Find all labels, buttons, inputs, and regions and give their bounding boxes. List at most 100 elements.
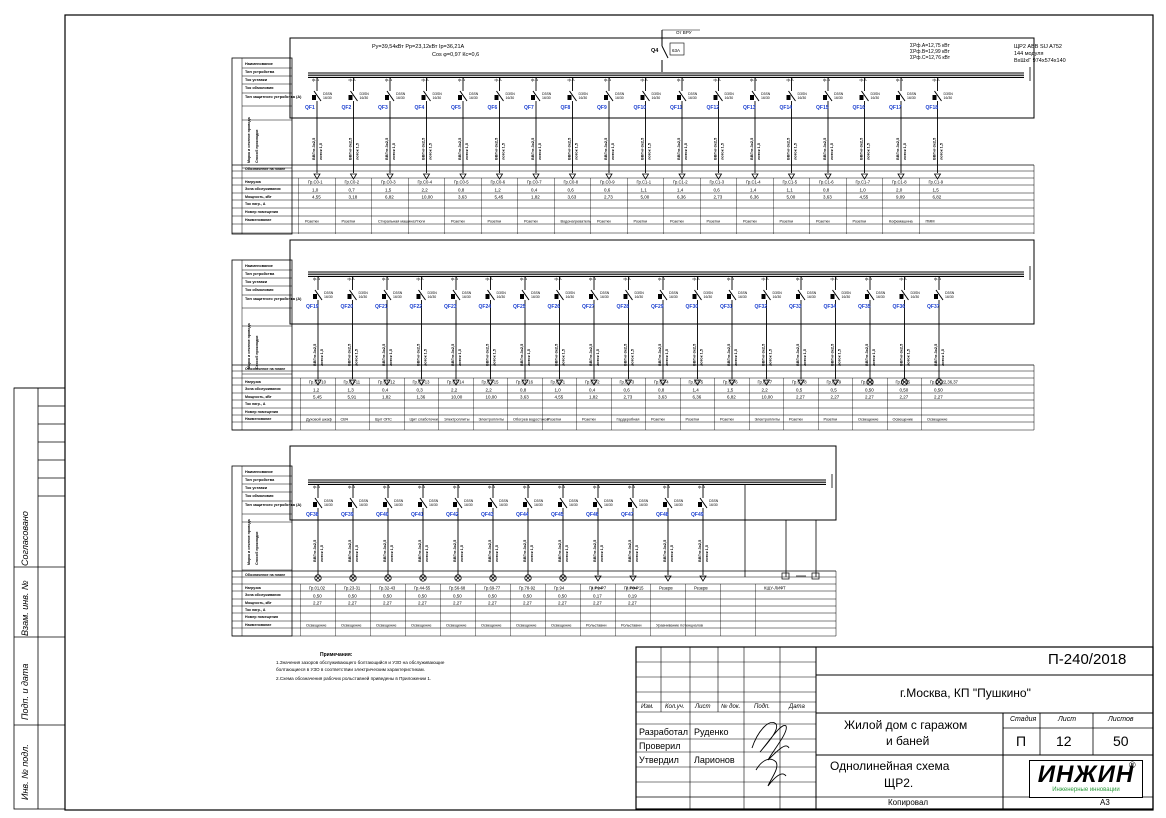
group-cell: Гр.23-31: [344, 586, 361, 591]
breaker-contact: [625, 289, 633, 301]
power-cell: 0,6: [568, 188, 575, 193]
phase-label: ф.A: [385, 77, 392, 82]
breaker-rating: D3SN: [834, 92, 844, 96]
power-cell: 0,6: [624, 388, 631, 393]
breaker-body: [896, 95, 900, 100]
breaker-rating: D3SN: [738, 291, 748, 295]
enclosure-box: [289, 239, 1035, 325]
table-row-label: Наименование: [245, 623, 271, 627]
breaker-contact: [314, 497, 323, 509]
group-cell: Гр.С1-15: [482, 380, 500, 385]
current-cell: 1,82: [589, 395, 598, 400]
breaker-rating: D3SN: [359, 291, 369, 295]
load-name-cell: Розетки: [686, 418, 700, 422]
breaker-rating: D3SN: [542, 92, 552, 96]
socket-icon-shape: [751, 173, 759, 180]
cable-mark: лоток 1,5: [355, 545, 359, 562]
breaker-rating: D3SN: [323, 92, 333, 96]
cable-mark: лоток 1,5: [429, 143, 433, 160]
socket-icon: [751, 173, 759, 180]
title-block: [635, 646, 1154, 810]
table-row-label: Зона обслуживания: [245, 387, 281, 391]
cable-mark: лоток 1,5: [830, 143, 834, 160]
breaker-id: QF32: [755, 304, 768, 310]
breaker-contact: [569, 90, 577, 102]
breaker-contact: [521, 289, 530, 301]
cable-mark: ВВГнг-3х2,5: [762, 344, 766, 366]
lamp-icon: [419, 574, 427, 582]
current-cell: 2,27: [628, 601, 637, 606]
breaker-rating: 16/30: [674, 503, 683, 507]
breaker-contact: [824, 90, 833, 102]
power-cell: 0,8: [520, 388, 527, 393]
group-cell: Гр.С2-9: [827, 380, 842, 385]
group-cell: Гр.94: [554, 586, 565, 591]
breaker-rating: 16/30: [359, 295, 368, 299]
row-label: Тип устройства: [245, 272, 275, 276]
power-cell: 0,50: [865, 388, 874, 393]
breaker-rating: D3SN: [674, 499, 684, 503]
cable-mark: ВВГнг-3х2,5: [531, 138, 535, 160]
group-extra-cell: 2 этаж: [626, 585, 638, 590]
breaker-id: QF5: [451, 105, 461, 111]
load-name-cell: Духовой шкаф: [306, 418, 332, 422]
breaker-rating: D3SN: [569, 499, 579, 503]
row-label-rotated: Способ прокладки: [255, 130, 259, 163]
side-label-approved: Согласовано: [20, 511, 30, 566]
cable-mark: лоток 1,5: [665, 349, 669, 366]
load-name-cell: Электроплиты: [755, 418, 781, 422]
table-row-label: Нагрузка: [245, 180, 262, 184]
cable-mark: лоток 1,5: [355, 349, 359, 366]
cable-mark: лоток 1,5: [389, 349, 393, 366]
group-cell: Гр.17-22,36,37: [930, 380, 959, 385]
cable-mark: ВВГнг-3х2,5: [663, 540, 667, 562]
breaker-id: QF15: [816, 105, 829, 111]
cable-mark: ВВГнг-3х2,5: [495, 138, 499, 160]
phase-label: ф.A: [349, 77, 356, 82]
socket-icon-shape: [762, 379, 771, 386]
notes-line-2: болтающиеся в УЗО в соответствии электри…: [276, 667, 425, 672]
phase-label: ф.A: [568, 77, 575, 82]
cable-mark: ВВГнг-3х2,5: [348, 540, 352, 562]
row-label: Ток уставки: [245, 78, 268, 82]
lamp-icon-circle: [559, 574, 567, 582]
current-cell: 6,82: [385, 195, 394, 200]
load-name-cell: Кофемашина: [889, 220, 914, 224]
socket-icon-shape: [699, 575, 707, 582]
phase-label: ф.A: [860, 77, 867, 82]
current-cell: 1,82: [531, 195, 540, 200]
phase-label: ф.A: [831, 276, 838, 281]
cable-mark: лоток 1,5: [596, 349, 600, 366]
panel-model: ЩР2 ABB SIJ A752: [1014, 44, 1062, 50]
breaker-contact: [935, 289, 944, 301]
socket-icon: [659, 379, 667, 386]
breaker-body: [796, 294, 800, 299]
power-cell: 0,50: [418, 594, 427, 599]
breaker-contact: [678, 90, 687, 102]
group-cell: Гр.С0-5: [454, 180, 469, 185]
breaker-rating: 16/30: [798, 96, 807, 100]
notes-title: Примечания:: [320, 652, 353, 658]
cable-mark: лоток 1,5: [493, 349, 497, 366]
signature: [751, 722, 790, 787]
load-name-cell: Освещение: [516, 624, 536, 628]
current-cell: 2,27: [453, 601, 462, 606]
logo-text: ИНЖИН: [1037, 761, 1135, 788]
cable-mark: лоток 1,5: [670, 545, 674, 562]
breaker-rating: D3SN: [842, 291, 852, 295]
name-approver: Ларионов: [694, 755, 735, 765]
row-label: Наименование: [245, 264, 273, 268]
current-cell: 5,45: [495, 195, 504, 200]
current-cell: 3,63: [520, 395, 529, 400]
current-cell: 6,82: [727, 395, 736, 400]
table-row-label: Обозначение на плане: [245, 367, 285, 371]
breaker-rating: 16/30: [738, 295, 747, 299]
breaker-body: [823, 95, 827, 100]
breaker-id: QF26: [548, 304, 561, 310]
